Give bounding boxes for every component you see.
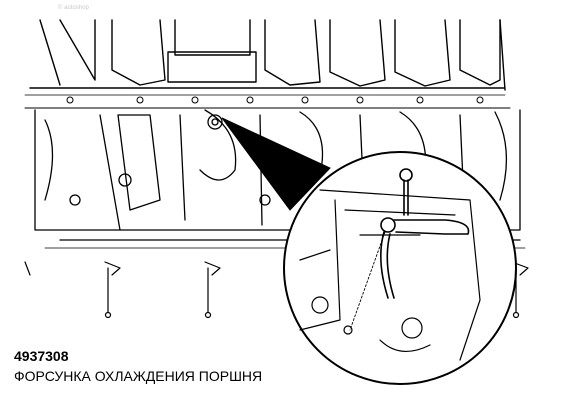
- lower-cooling-nozzles: [24, 261, 529, 319]
- callout-wedge: [221, 117, 331, 211]
- detail-magnifier: [283, 151, 517, 385]
- part-number: 4937308: [14, 348, 69, 364]
- watermark: © autoshop: [58, 4, 89, 11]
- piston-cooling-nozzle-detail: [349, 168, 470, 331]
- part-name: ФОРСУНКА ОХЛАЖДЕНИЯ ПОРШНЯ: [14, 368, 263, 384]
- block-flange-bolts: [24, 96, 511, 109]
- block-upper-ribs: [24, 19, 506, 96]
